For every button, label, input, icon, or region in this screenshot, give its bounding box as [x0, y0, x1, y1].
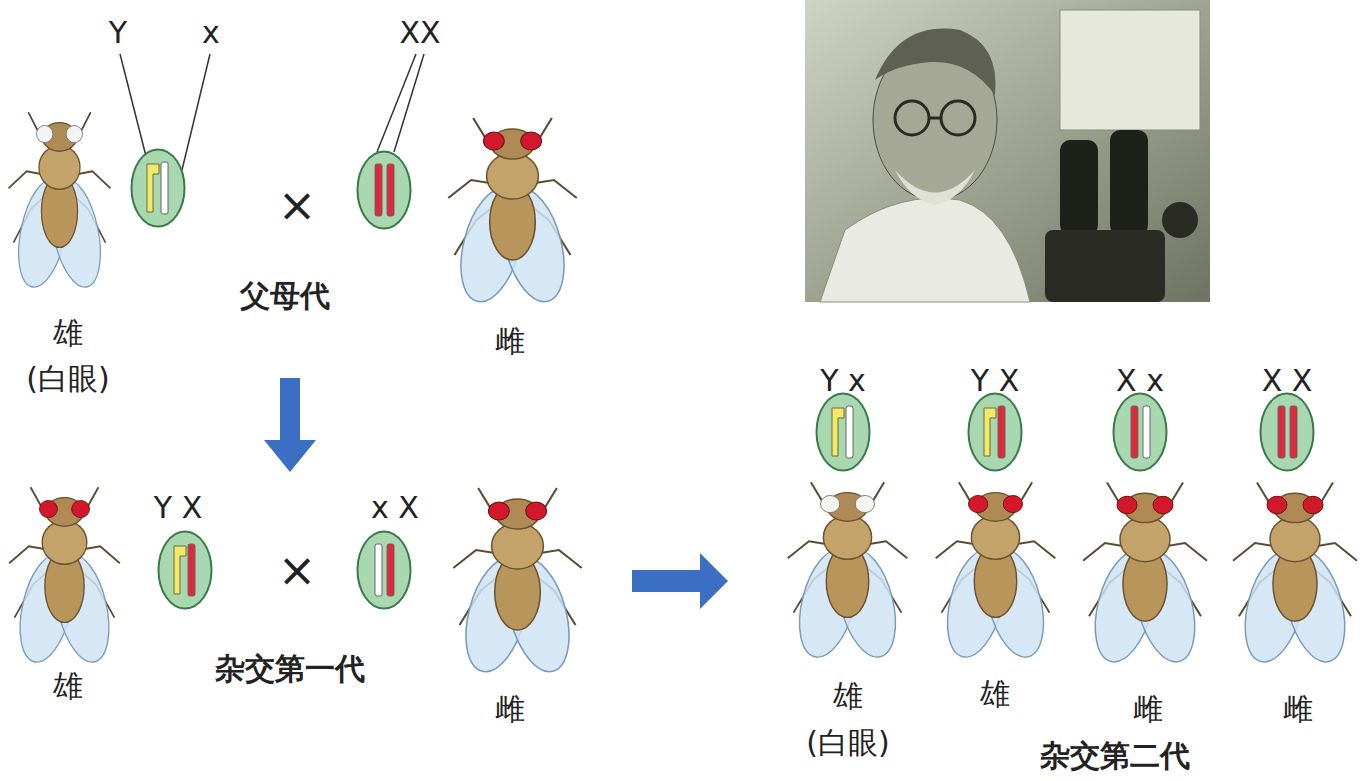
genotype-label: X x [1116, 364, 1164, 397]
scientist-photo [805, 0, 1210, 302]
fly-female [448, 118, 576, 308]
genotype-label: x [202, 16, 220, 49]
genotype-label: Y X [154, 491, 202, 524]
genotype-label: x X [371, 491, 419, 524]
circle-outline [815, 392, 871, 472]
x-chromosome-white [375, 544, 382, 596]
circle-outline [356, 150, 412, 230]
circle-outline [356, 530, 412, 610]
x-chromosome-red [1290, 406, 1297, 458]
x-chromosome-white [846, 406, 853, 458]
flow-arrow [632, 553, 728, 609]
chromosome-circle: x X [356, 530, 412, 610]
x-chromosome-white [161, 162, 168, 214]
circle-fill [1114, 394, 1167, 471]
fly-male-white [9, 112, 111, 293]
genotype-label: Y [109, 16, 127, 49]
genotype-label: Y X [971, 364, 1019, 397]
circle-fill [358, 532, 411, 609]
chromosome-circle: Y X [967, 392, 1023, 472]
x-chromosome-red [387, 164, 394, 216]
caption-label: (白眼) [26, 362, 109, 395]
chromosome-circle: Y x [815, 392, 871, 472]
chromosome-circle: X x [1112, 392, 1168, 472]
caption-label: 雌 [495, 692, 525, 725]
fly-female [1233, 483, 1357, 668]
circle-fill [358, 152, 411, 229]
genotype-label: X X [1262, 364, 1313, 397]
fly-female [1083, 483, 1207, 668]
fly-male [9, 487, 120, 668]
chromosome-circle: Yx [130, 148, 186, 228]
circle-fill [817, 394, 870, 471]
generation-label: 父母代 [240, 279, 330, 312]
x-chromosome-red [387, 544, 394, 596]
y-chromosome [832, 408, 844, 456]
caption-label: 雄 [53, 316, 83, 349]
circle-fill [969, 394, 1022, 471]
circle-fill [132, 150, 185, 227]
circle-fill [159, 532, 212, 609]
caption-label: 雌 [1283, 692, 1313, 725]
generation-label: 杂交第一代 [215, 652, 365, 685]
fly-male [936, 482, 1056, 663]
caption-label: × [278, 180, 317, 231]
chromosome-circle: XX [356, 150, 412, 230]
circle-outline [967, 392, 1023, 472]
caption-label: 雄 [980, 677, 1010, 710]
y-chromosome [147, 164, 159, 212]
caption-label: 雄 [833, 679, 863, 712]
x-chromosome-red [1278, 406, 1285, 458]
caption-label: (白眼) [806, 726, 889, 759]
circle-outline [157, 530, 213, 610]
fly-male-white [788, 482, 908, 663]
genotype-label: Y x [820, 364, 866, 397]
x-chromosome-white [1143, 406, 1150, 458]
caption-label: 雄 [53, 669, 83, 702]
circle-outline [1112, 392, 1168, 472]
x-chromosome-red [998, 406, 1005, 458]
x-chromosome-red [188, 544, 195, 596]
caption-label: 雌 [495, 324, 525, 357]
flow-arrow [264, 378, 316, 472]
x-chromosome-red [375, 164, 382, 216]
x-chromosome-red [1131, 406, 1138, 458]
genotype-label: XX [399, 16, 440, 49]
chromosome-circle: X X [1259, 392, 1315, 472]
circle-fill [1261, 394, 1314, 471]
generation-label: 杂交第二代 [1040, 739, 1190, 772]
chromosome-circle: Y X [157, 530, 213, 610]
fly-female [453, 488, 581, 678]
y-chromosome [984, 408, 996, 456]
circle-outline [130, 148, 186, 228]
circle-outline [1259, 392, 1315, 472]
caption-label: 雌 [1133, 692, 1163, 725]
y-chromosome [174, 546, 186, 594]
caption-label: × [278, 545, 317, 596]
